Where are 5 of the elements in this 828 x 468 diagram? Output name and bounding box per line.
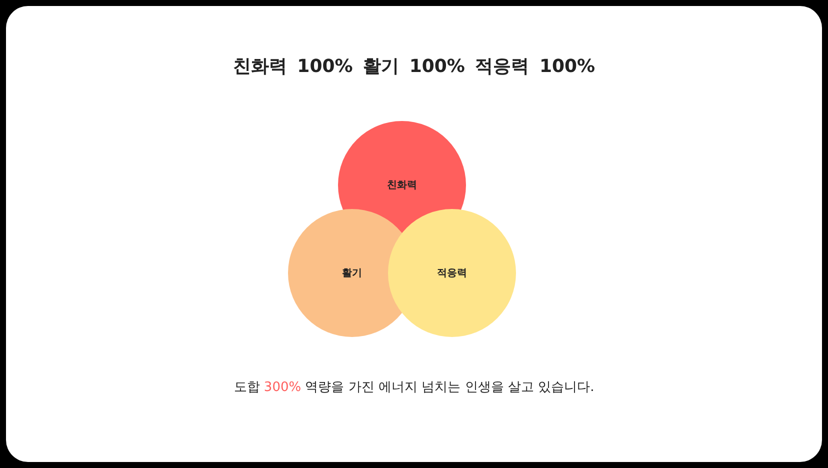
circle-label: 친화력	[387, 179, 417, 192]
circle-label: 적응력	[437, 267, 467, 280]
caption: 도합 300% 역량을 가진 에너지 넘치는 인생을 살고 있습니다.	[232, 379, 596, 396]
title: 친화력 100% 활기 100% 적응력 100%	[232, 55, 596, 78]
circle-label: 활기	[342, 267, 362, 280]
